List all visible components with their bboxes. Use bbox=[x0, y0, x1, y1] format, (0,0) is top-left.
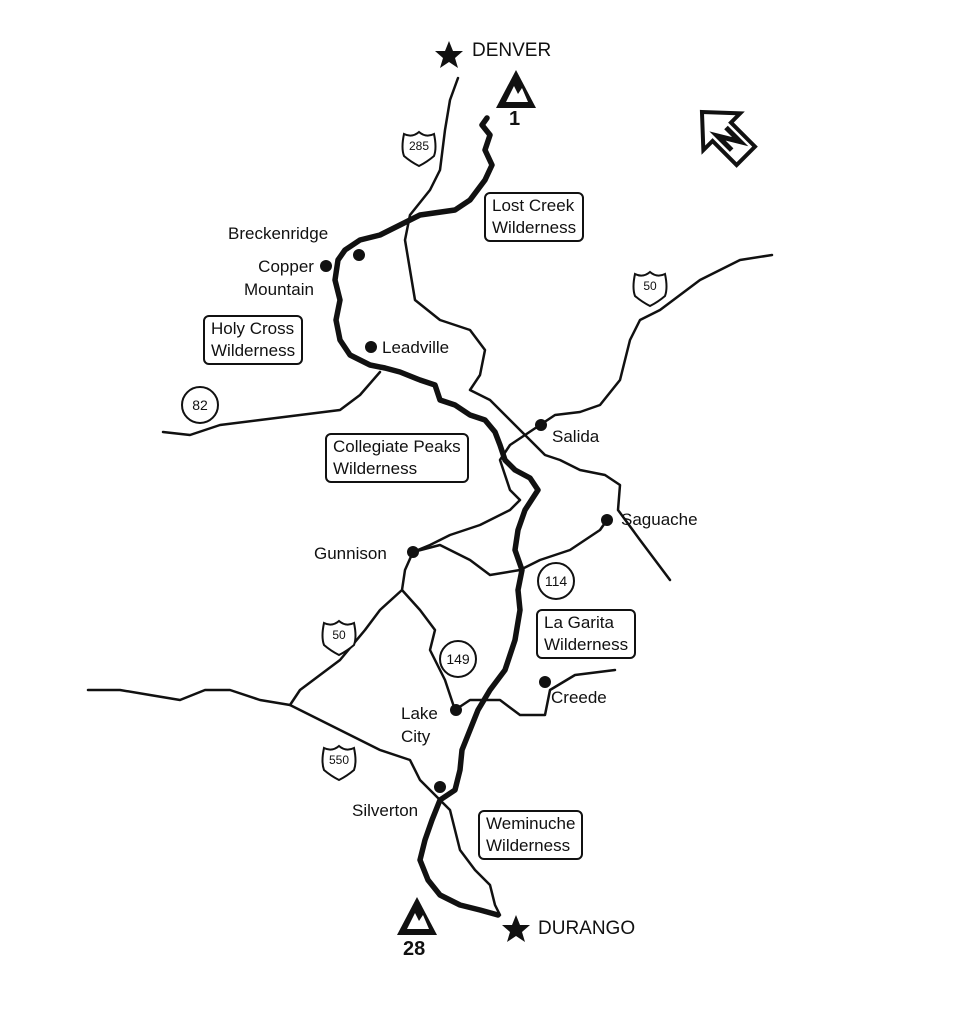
road-us285 bbox=[403, 76, 672, 582]
route-label-50-east: 50 bbox=[643, 279, 657, 293]
route-label-50-west: 50 bbox=[332, 628, 346, 642]
road-co149 bbox=[400, 588, 617, 717]
state-route-circle-icon bbox=[181, 386, 219, 424]
town-dot-leadville bbox=[365, 341, 377, 353]
route-label-82: 82 bbox=[192, 397, 208, 413]
us-highway-shield-icon bbox=[321, 619, 357, 657]
segment-start-number: 1 bbox=[509, 108, 521, 130]
route-label-285: 285 bbox=[408, 139, 430, 153]
road-co82 bbox=[161, 370, 382, 437]
road-us550 bbox=[288, 703, 442, 802]
town-dot-lake-city bbox=[450, 704, 462, 716]
town-label-leadville: Leadville bbox=[382, 338, 450, 357]
us-highway-shield-icon bbox=[321, 744, 357, 782]
route-label-149: 149 bbox=[446, 651, 470, 667]
town-label-saguache: Saguache bbox=[621, 510, 698, 529]
town-label-salida: Salida bbox=[552, 427, 600, 446]
star-icon bbox=[435, 41, 463, 68]
city-label-denver: DENVER bbox=[472, 40, 552, 61]
route-label-550: 550 bbox=[328, 753, 350, 767]
trailhead-mountain-icon bbox=[496, 70, 536, 108]
road-us50-west bbox=[86, 550, 415, 707]
star-icon bbox=[502, 915, 530, 942]
town-dot-silverton bbox=[434, 781, 446, 793]
town-dot-breckenridge bbox=[353, 249, 365, 261]
town-dots bbox=[320, 249, 613, 793]
town-label-gunnison: Gunnison bbox=[314, 544, 387, 563]
us-highway-shield-icon bbox=[401, 130, 437, 168]
wilderness-holy-cross: Holy Cross Wilderness bbox=[203, 315, 304, 365]
wilderness-la-garita: La Garita Wilderness bbox=[536, 609, 637, 659]
town-dot-creede bbox=[539, 676, 551, 688]
road-co114 bbox=[411, 518, 609, 577]
road-durango bbox=[438, 798, 502, 917]
town-dot-saguache bbox=[601, 514, 613, 526]
route-label-114: 114 bbox=[544, 573, 568, 589]
wilderness-weminuche: Weminuche Wilderness bbox=[478, 810, 584, 860]
road-us50-east bbox=[538, 253, 774, 427]
town-label-breckenridge: Breckenridge bbox=[228, 224, 329, 243]
trailhead-mountain-icon bbox=[397, 897, 437, 935]
town-label-copper-mountain: Copper Mountain bbox=[244, 257, 314, 299]
north-arrow-icon bbox=[699, 109, 758, 168]
wilderness-lost-creek: Lost Creek Wilderness bbox=[484, 192, 585, 242]
town-dot-copper bbox=[320, 260, 332, 272]
colorado-trail bbox=[332, 115, 541, 918]
town-dot-salida bbox=[535, 419, 547, 431]
town-label-creede: Creede bbox=[551, 688, 607, 707]
state-route-circle-icon bbox=[537, 562, 575, 600]
segment-end-number: 28 bbox=[403, 938, 426, 960]
wilderness-collegiate-peaks: Collegiate Peaks Wilderness bbox=[325, 433, 469, 483]
city-label-durango: DURANGO bbox=[538, 918, 636, 939]
town-dot-gunnison bbox=[407, 546, 419, 558]
town-label-silverton: Silverton bbox=[352, 801, 419, 820]
town-label-lake-city: Lake City bbox=[401, 704, 438, 746]
us-highway-shield-icon bbox=[632, 270, 668, 308]
state-route-circle-icon bbox=[439, 640, 477, 678]
